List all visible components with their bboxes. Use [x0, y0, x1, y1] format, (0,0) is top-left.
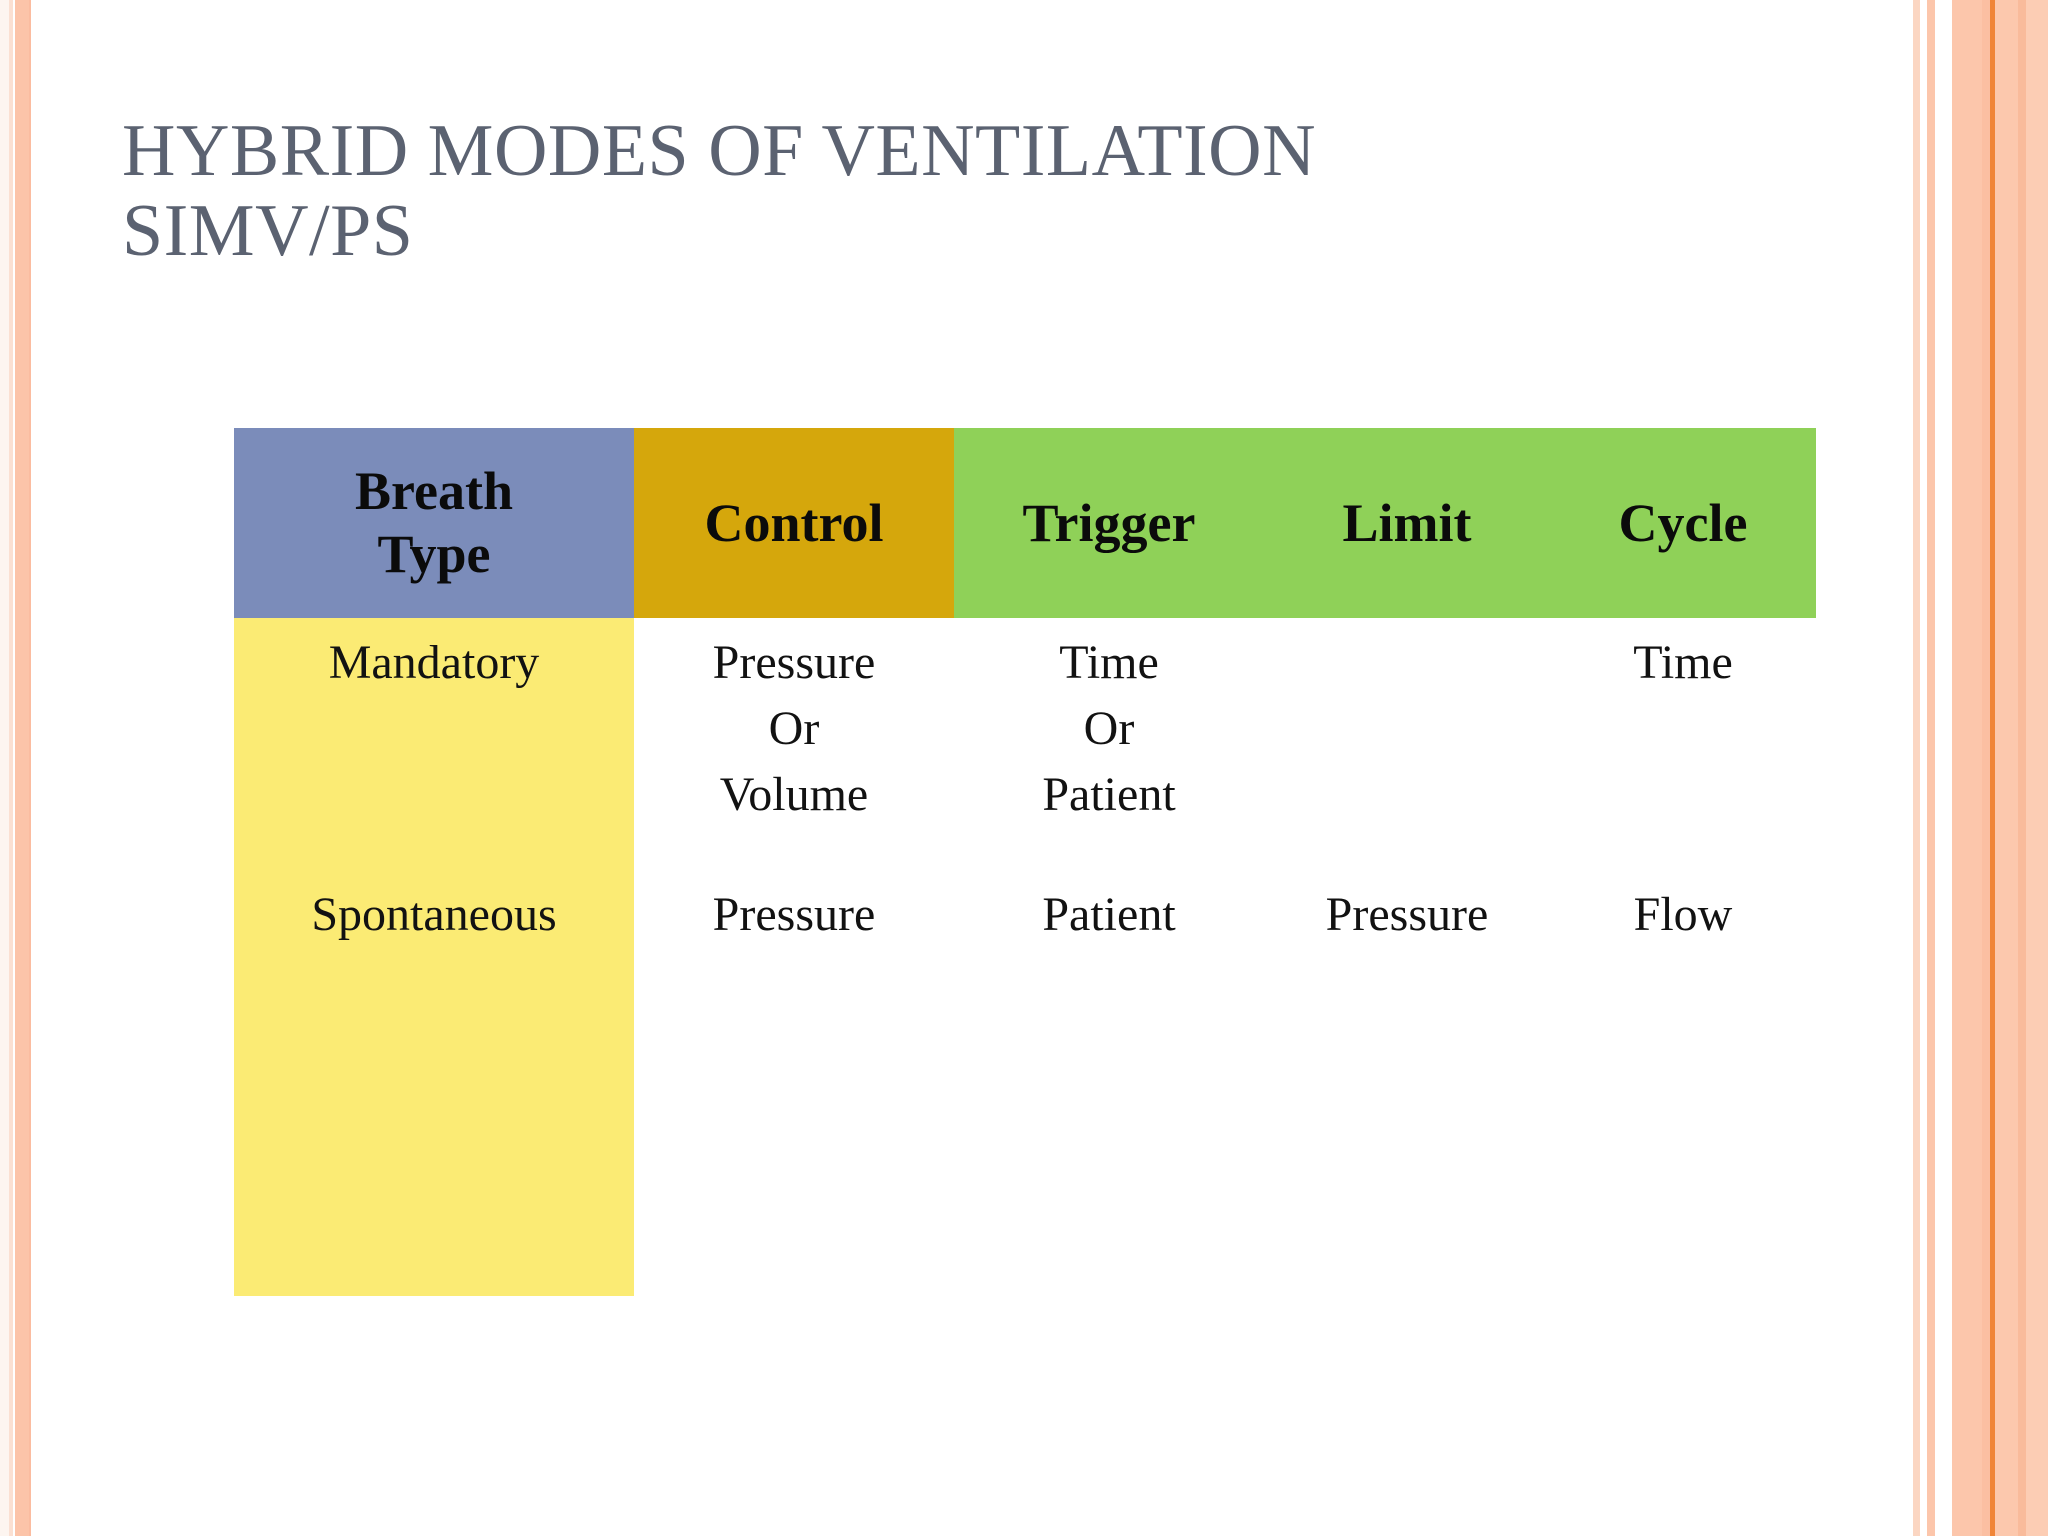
cell-trigger: Patient	[954, 870, 1264, 1092]
right-stripe-2	[1927, 0, 1935, 1536]
column-header-control: Control	[634, 428, 954, 618]
right-stripe-8	[2026, 0, 2048, 1536]
cell-control: Pressure	[634, 870, 954, 1092]
cell-filler	[634, 1092, 954, 1296]
right-stripe-4	[1952, 0, 1982, 1536]
right-stripe-6	[1995, 0, 2018, 1536]
right-stripe-3	[1935, 0, 1952, 1536]
right-stripe-1	[1913, 0, 1920, 1536]
left-stripe-6	[31, 0, 35, 1536]
right-border-decoration	[1908, 0, 2048, 1536]
cell-cycle: Time	[1550, 618, 1816, 870]
cell-breath-type-filler	[234, 1092, 634, 1296]
table-filler-row	[234, 1092, 1816, 1296]
cell-filler	[1264, 1092, 1550, 1296]
table-row: Spontaneous Pressure Patient Pressure Fl…	[234, 870, 1816, 1092]
left-border-decoration	[0, 0, 70, 1536]
right-stripe-5	[1982, 0, 1990, 1536]
cell-filler	[1550, 1092, 1816, 1296]
right-stripe-7	[2018, 0, 2026, 1536]
column-header-limit: Limit	[1264, 428, 1550, 618]
cell-limit	[1264, 618, 1550, 870]
cell-breath-type: Mandatory	[234, 618, 634, 870]
cell-limit: Pressure	[1264, 870, 1550, 1092]
column-header-cycle: Cycle	[1550, 428, 1816, 618]
left-stripe-3	[13, 0, 15, 1536]
right-accent-line	[1990, 0, 1995, 1536]
column-header-trigger: Trigger	[954, 428, 1264, 618]
left-stripe-2	[9, 0, 13, 1536]
cell-filler	[954, 1092, 1264, 1296]
left-stripe-5	[29, 0, 31, 1536]
left-stripe-4	[15, 0, 29, 1536]
left-stripe-1	[0, 0, 9, 1536]
cell-cycle: Flow	[1550, 870, 1816, 1092]
cell-breath-type: Spontaneous	[234, 870, 634, 1092]
